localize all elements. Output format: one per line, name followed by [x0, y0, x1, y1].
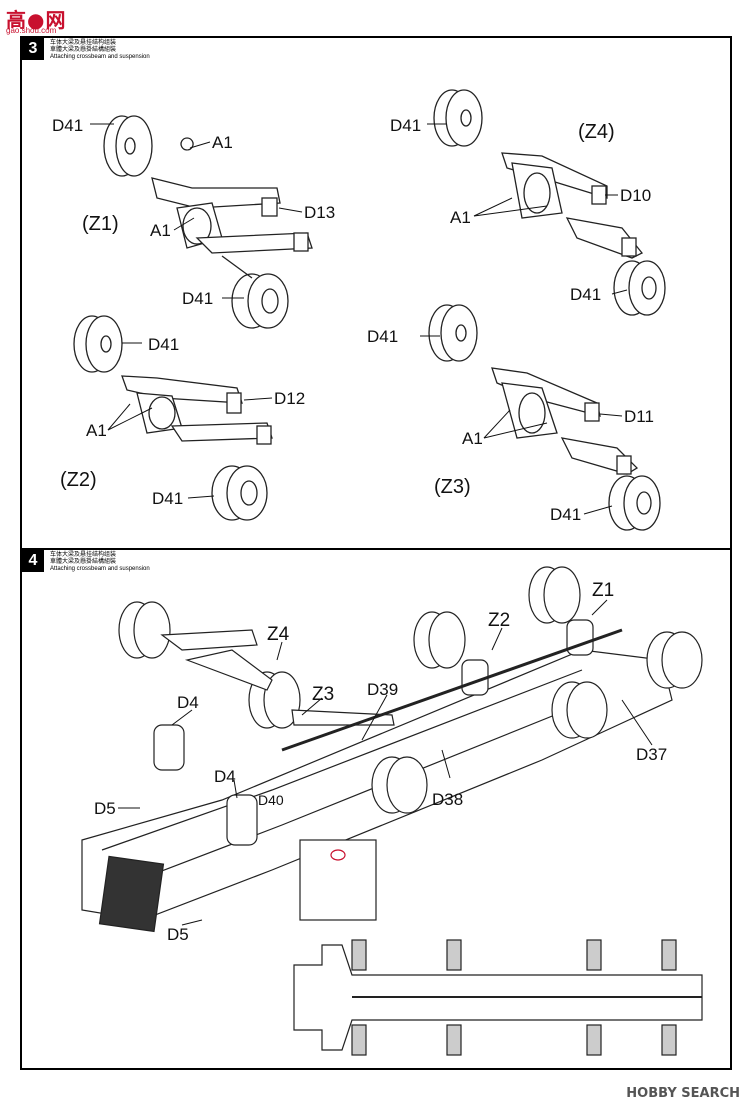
step-3-title-cn-traditional: 車體大梁及懸掛結構組裝 — [50, 47, 117, 53]
z4-assembly — [433, 89, 666, 316]
step-3-title: 车体大梁及悬挂结构组装 車體大梁及懸掛結構組裝 Attaching crossb… — [50, 40, 150, 61]
step-3-title-cn-simplified: 车体大梁及悬挂结构组装 — [50, 40, 117, 46]
z2-label-d41-top: D41 — [148, 335, 179, 354]
step-4-label-d4-upper: D4 — [177, 693, 199, 712]
step-4-label-d5-lower: D5 — [167, 925, 189, 944]
step-3-number: 3 — [22, 38, 44, 60]
z3-label-d11: D11 — [624, 407, 654, 426]
z1-assembly — [103, 115, 313, 329]
step-4-label-d37: D37 — [636, 745, 667, 764]
z3-group-label: (Z3) — [434, 476, 471, 498]
z4-label-d10: D10 — [620, 186, 651, 205]
site-logo: 高●网 gao.shou.com — [6, 4, 76, 35]
step-4-drawing: Z1 Z2 Z4 Z3 D39 D4 D4 D40 D5 D5 D37 D38 — [81, 566, 711, 1056]
z1-label-d13: D13 — [304, 203, 335, 222]
step-3-panel: 3 车体大梁及悬挂结构组装 車體大梁及懸掛結構組裝 Attaching cros… — [20, 36, 732, 550]
z2-assembly — [73, 315, 273, 521]
z2-label-d12: D12 — [274, 389, 305, 408]
step-3-title-en: Attaching crossbeam and suspension — [50, 54, 150, 60]
step-4-label-d5-upper: D5 — [94, 799, 116, 818]
step-4-label-d39: D39 — [367, 680, 398, 699]
step-4-label-z2: Z2 — [488, 610, 510, 631]
hobby-search-watermark: HOBBY SEARCH — [626, 1086, 740, 1101]
site-logo-url: gao.shou.com — [6, 26, 57, 35]
site-logo-text: 高●网 — [6, 8, 67, 32]
z3-label-d41-bottom: D41 — [550, 505, 581, 524]
step-4-label-z1: Z1 — [592, 580, 614, 601]
wheel-set — [118, 566, 703, 814]
z4-label-a1: A1 — [450, 208, 471, 227]
step-3-drawing: D41 A1 D13 (Z1) A1 D41 D41 (Z4) D10 A1 D… — [52, 89, 666, 531]
z3-label-a1: A1 — [462, 429, 483, 448]
step-4-panel: 4 车体大梁及悬挂结构组装 車體大梁及懸掛結構組裝 Attaching cros… — [20, 548, 732, 1070]
z2-label-d41-bottom: D41 — [152, 489, 183, 508]
step-4-title-en: Attaching crossbeam and suspension — [50, 566, 150, 572]
step-4-label-z4: Z4 — [267, 624, 290, 645]
step-4-title: 车体大梁及悬挂结构组装 車體大梁及懸掛結構組裝 Attaching crossb… — [50, 552, 150, 573]
coil-springs — [153, 619, 594, 846]
z1-label-d41-bottom: D41 — [182, 289, 213, 308]
step-4-number: 4 — [22, 550, 44, 572]
z4-label-d41-bottom: D41 — [570, 285, 601, 304]
z1-label-d41-top: D41 — [52, 116, 83, 135]
step-4-label-z3: Z3 — [312, 684, 334, 705]
z4-group-label: (Z4) — [578, 121, 615, 143]
step-4-label-d38: D38 — [432, 790, 463, 809]
z4-label-d41-top: D41 — [390, 116, 421, 135]
z2-group-label: (Z2) — [60, 469, 97, 491]
step-4-title-cn-simplified: 车体大梁及悬挂结构组装 — [50, 552, 117, 558]
step-4-label-d4-lower: D4 — [214, 767, 236, 786]
step-4-title-cn-traditional: 車體大梁及懸掛結構組裝 — [50, 559, 117, 565]
z1-label-a1-left: A1 — [150, 221, 171, 240]
z2-label-a1: A1 — [86, 421, 107, 440]
step-4-label-d40: D40 — [258, 792, 284, 808]
z1-label-a1-top: A1 — [212, 133, 233, 152]
z3-label-d41-top: D41 — [367, 327, 398, 346]
chassis-overview — [289, 934, 711, 1056]
z1-group-label: (Z1) — [82, 213, 119, 235]
z3-assembly — [428, 304, 661, 531]
